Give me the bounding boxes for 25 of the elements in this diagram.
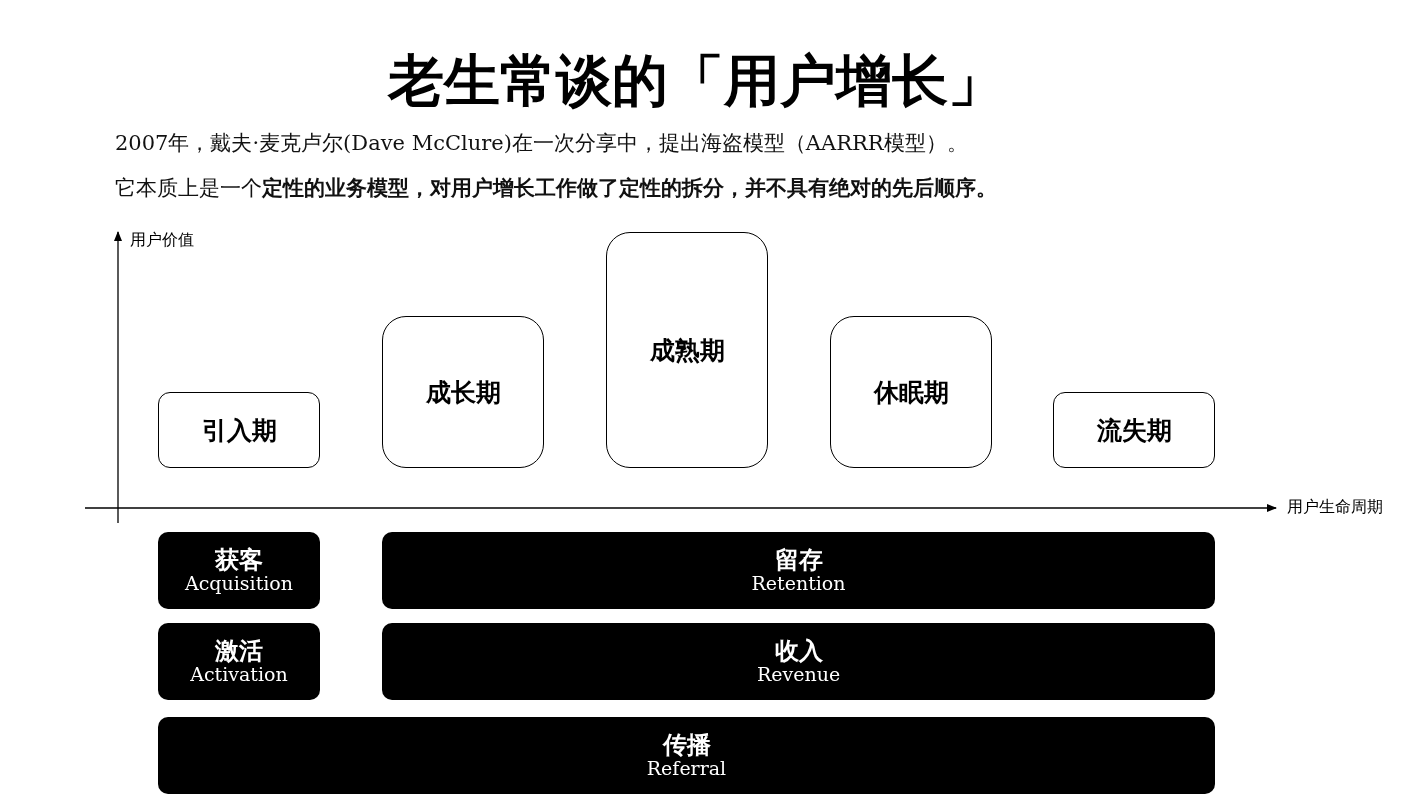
stage-bar bbox=[158, 717, 1215, 794]
stage-bar bbox=[382, 623, 1215, 700]
axis-label: 用户生命周期 bbox=[1287, 497, 1383, 517]
bar-heading: 收入 bbox=[774, 636, 823, 665]
stage-box: 流失期 bbox=[1053, 392, 1215, 468]
stage-bar bbox=[382, 532, 1215, 609]
stage-box: 引入期 bbox=[158, 392, 320, 468]
bar-heading: 激活 bbox=[215, 636, 263, 665]
intro-text: 它本质上是一个定性的业务模型，对用户增长工作做了定性的拆分，并不具有绝对的先后顺序。 bbox=[115, 175, 997, 202]
bar-subtitle: Retention bbox=[751, 573, 846, 596]
bar-subtitle: Activation bbox=[190, 664, 288, 687]
stage-box: 休眠期 bbox=[830, 316, 992, 468]
stage-box: 成熟期 bbox=[606, 232, 768, 468]
stage-bar bbox=[158, 623, 320, 700]
title: 老生常谈的「用户增长」 bbox=[388, 52, 1004, 108]
bar-heading: 获客 bbox=[215, 545, 263, 574]
axis-label: 用户价值 bbox=[130, 230, 194, 250]
bar-subtitle: Referral bbox=[646, 758, 727, 781]
stage-bar bbox=[158, 532, 320, 609]
intro-text: 2007年，戴夫·麦克卢尔(Dave McClure)在一次分享中，提出海盗模型（AARRR模型）。 bbox=[115, 131, 968, 157]
bar-heading: 传播 bbox=[662, 730, 711, 759]
bar-subtitle: Revenue bbox=[756, 664, 841, 687]
bar-subtitle: Acquisition bbox=[184, 573, 294, 596]
stage-box: 成长期 bbox=[382, 316, 544, 468]
bar-heading: 留存 bbox=[774, 545, 823, 574]
